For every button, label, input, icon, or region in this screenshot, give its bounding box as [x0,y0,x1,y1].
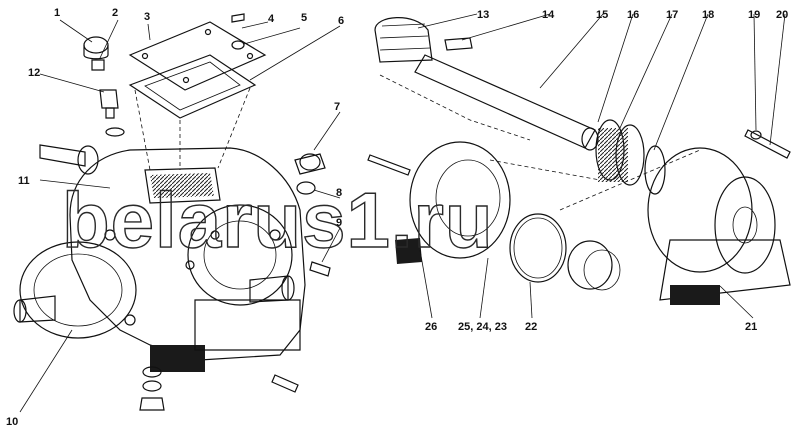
shaft-bearing [595,119,645,186]
leader-lines [19,13,786,413]
callout-17: 17 [666,9,678,21]
callout-11: 11 [18,175,30,187]
housing-bolt [744,129,791,159]
callout-9: 9 [336,217,342,229]
shaft-guide-lines [379,74,701,211]
gasket [128,54,257,119]
bearing-housing [647,147,791,305]
breather-fitting [99,89,125,137]
callout-2: 2 [112,7,118,19]
gear-key [444,37,473,51]
callout-1: 1 [54,7,60,19]
callout-18: 18 [702,9,714,21]
callout-5: 5 [301,12,307,24]
callout-20: 20 [776,9,788,21]
callout-26: 26 [425,321,437,333]
o-ring [509,213,567,283]
callout-4: 4 [268,13,275,25]
callout-19: 19 [748,9,760,21]
callout-7: 7 [334,101,340,113]
small-bolt [231,13,245,23]
housing-washer [750,130,762,140]
callout-8: 8 [336,187,342,199]
watermark-text: belarus1.ru [62,176,494,264]
callout-15: 15 [596,9,608,21]
callout-12: 12 [28,67,40,79]
callout-22: 22 [525,321,537,333]
callout-16: 16 [627,9,639,21]
cover-plate [128,21,267,91]
callout-13: 13 [477,9,489,21]
callout-10: 10 [6,416,18,428]
callout-14: 14 [542,9,555,21]
lower-drain-bolt [139,366,165,411]
callout-25-24-23: 25, 24, 23 [458,321,507,333]
shaft-seal [644,145,666,195]
lower-dowel-pin [271,374,299,393]
flange-stud [367,154,411,176]
breather-cap [83,36,109,60]
bevel-gear [374,17,433,63]
small-washer [231,40,245,50]
dowel-pin [309,261,331,277]
drive-shaft [414,54,599,151]
callout-21: 21 [745,321,757,333]
callout-6: 6 [338,15,344,27]
output-bearing [567,240,621,291]
o-ring-inner [513,217,563,279]
assembly-guide-lines [134,87,251,171]
callout-3: 3 [144,11,150,23]
drain-plug [294,153,326,175]
flange-cover [395,141,511,264]
gearbox-housing [13,144,306,372]
plug-washer [296,181,316,195]
breather-adapter [91,59,105,71]
